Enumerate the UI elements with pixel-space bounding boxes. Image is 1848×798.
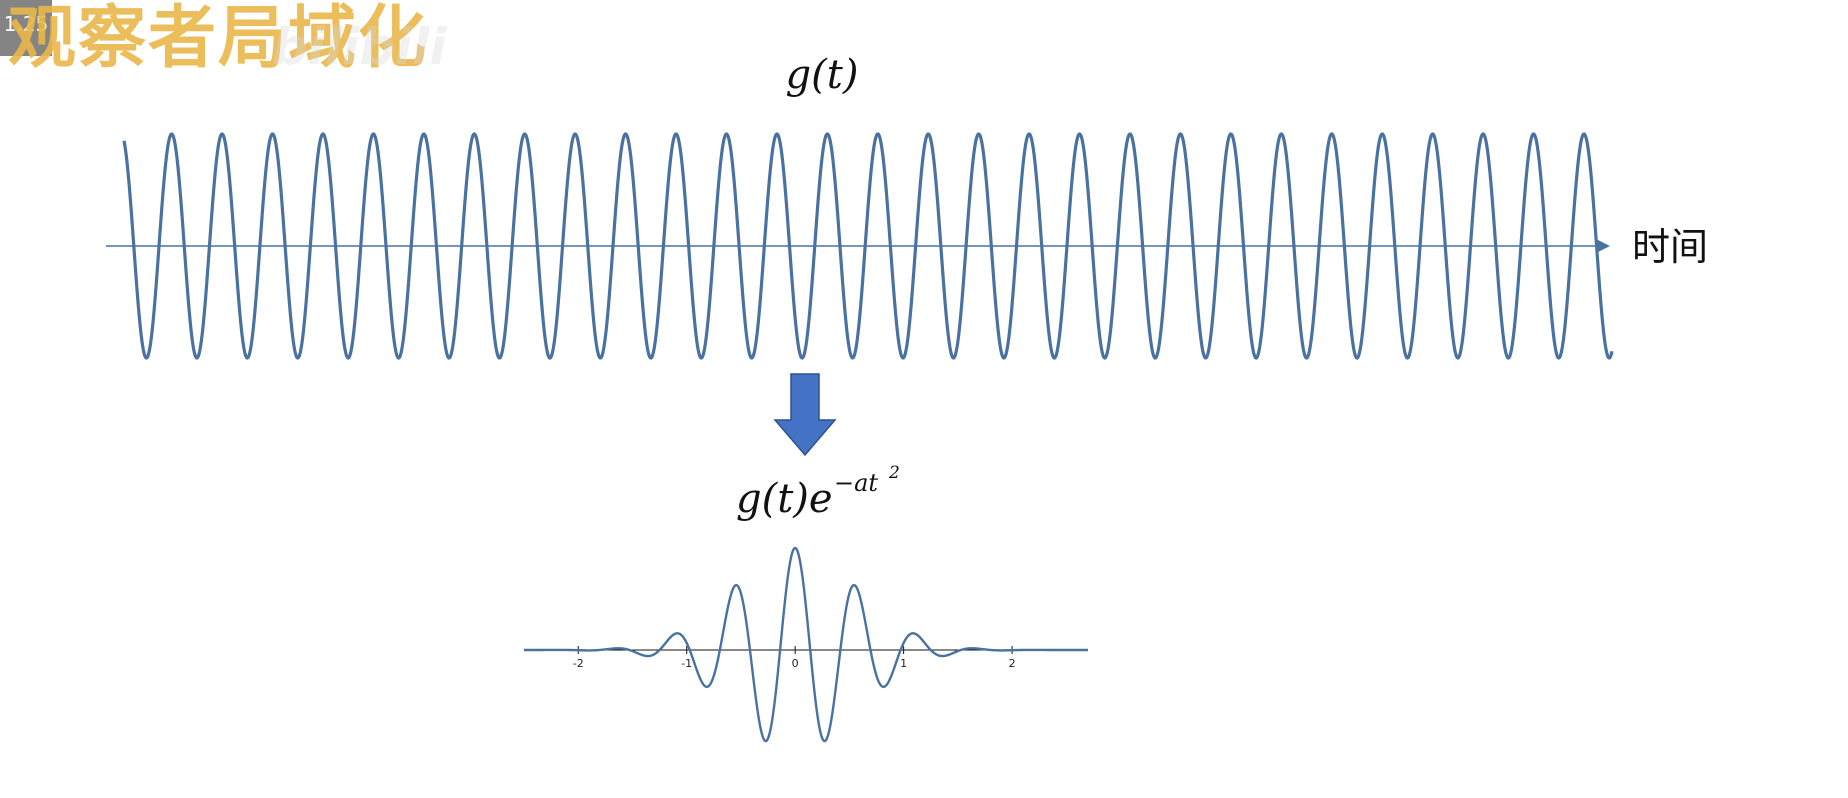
playback-speed-badge: 1.25 [0,0,52,56]
bottom-formula-exponent-power: 2 [888,463,900,483]
x-tick-label: -1 [681,657,692,670]
x-tick-label: -2 [573,657,584,670]
down-arrow-icon [773,373,837,457]
top-formula: g(t) [786,52,859,98]
top-time-axis-arrowhead [1596,239,1610,253]
bottom-panel: g(t)e −at 2 -2 -1 0 1 2 [524,463,1088,743]
x-tick-label: 2 [1009,657,1016,670]
bottom-formula-exponent: −at [834,469,878,497]
x-tick-label: 1 [900,657,907,670]
top-panel: g(t) 时间 [106,52,1708,360]
bottom-signal-curve [524,546,1088,743]
bottom-formula-base: g(t)e [736,476,833,522]
top-signal-curve [122,132,1614,360]
video-title: 观察者局域化 [8,0,429,78]
bilibili-watermark: bilibili [272,18,447,76]
time-axis-label: 时间 [1632,225,1708,269]
x-tick-label: 0 [792,657,799,670]
